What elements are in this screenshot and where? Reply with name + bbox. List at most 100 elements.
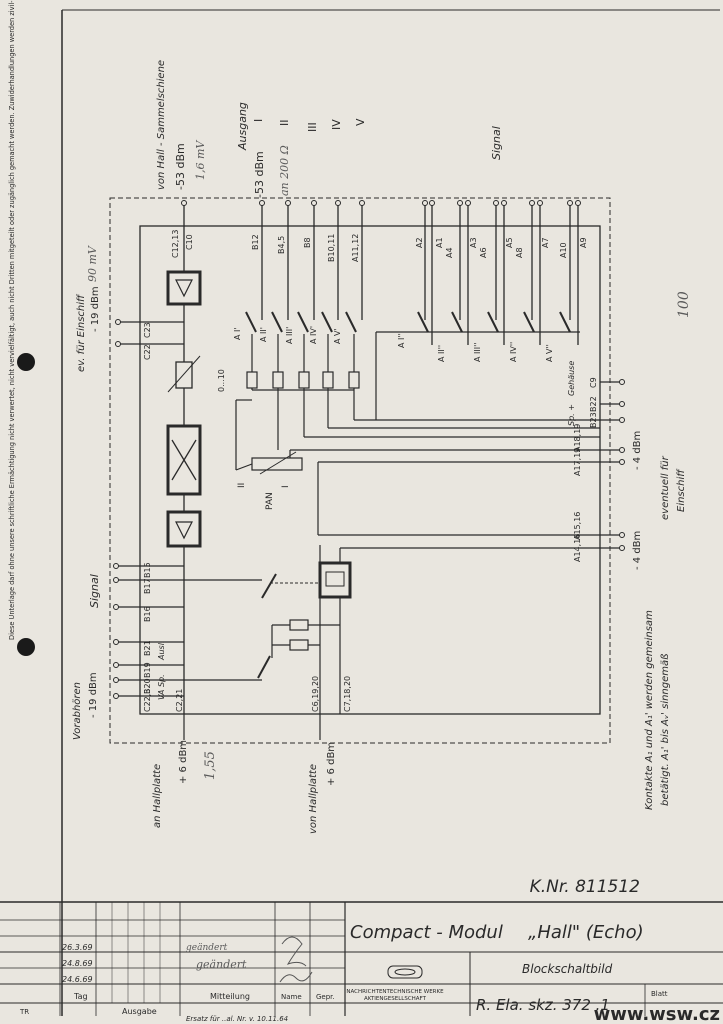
roman-V: V <box>354 118 367 126</box>
pin-label: A IV' <box>309 326 318 344</box>
label-pan-ii: II <box>237 483 247 488</box>
pin-label: B20 <box>143 678 152 694</box>
col-mitteilung: Mitteilung <box>210 992 250 1001</box>
pin-label: C7,18,20 <box>343 676 352 712</box>
pin-label: A4 <box>445 247 454 258</box>
col-ausgabe: Ausgabe <box>122 1007 157 1016</box>
note-kontakt-2: betätigt. A₁' bis Aᵥ' sinngemäß <box>660 654 671 806</box>
revision-date-3: 24.6.69 <box>62 975 93 984</box>
note-kontakt-1: Kontakte A₁ und A₁' werden gemeinsam <box>644 610 655 810</box>
pin-label: A6 <box>479 247 488 258</box>
product-name: Compact - Modul <box>350 922 503 943</box>
left-pin-labels: C23 C22 B15 B17 B16 B21 B19 B20 C22,3 C2… <box>143 322 352 712</box>
drawing-number: R. Ela. skz. 372 .1 <box>476 996 610 1014</box>
label-pan: PAN <box>265 492 275 510</box>
blatt-label: Blatt <box>651 990 668 998</box>
switch-contacts <box>245 311 571 333</box>
pin-label: A II' <box>259 327 268 342</box>
output-lines <box>183 205 579 345</box>
left-terminal-circles <box>113 319 121 699</box>
label-sp-plus: Sp. + <box>567 404 576 426</box>
label-eventuell: eventuell für <box>660 455 671 520</box>
pin-label: A III'' <box>473 343 482 363</box>
label-einschiff-dbm: - 19 dBm <box>90 286 101 332</box>
label-signal-left: Signal <box>88 574 101 608</box>
handwritten-100: 100 <box>676 291 692 318</box>
label-minus4-a: - 4 dBm <box>632 431 643 470</box>
pin-label: A3 <box>469 237 478 248</box>
pin-label: A5 <box>505 237 514 248</box>
module-name: „Hall" (Echo) <box>528 922 644 943</box>
rotated-labels: von Hall - Sammelschiene -53 dBm 1,6 mV … <box>72 60 692 834</box>
company-logo <box>387 965 423 979</box>
label-ausl: Ausl. <box>157 641 166 661</box>
top-pin-labels: C12,13 C10 B12 B4,5 B8 B10,11 A11,12 A2 … <box>171 230 588 263</box>
pin-label: A IV'' <box>509 342 518 362</box>
col-name: Name <box>281 993 302 1001</box>
revision-text-2: geändert <box>196 958 247 971</box>
roman-II: II <box>278 120 291 127</box>
bus-lines <box>235 331 600 714</box>
pin-label: A III' <box>285 327 294 344</box>
roman-IV: IV <box>330 119 343 130</box>
bottom-input-lines <box>183 714 321 740</box>
pin-label: C10 <box>185 234 194 250</box>
company-line-2: AKTIENGESELLSCHAFT <box>364 996 427 1002</box>
punch-hole-top <box>17 353 35 371</box>
knr: K.Nr. 811512 <box>530 877 640 897</box>
attenuator <box>167 355 201 393</box>
pin-label: A18,19 <box>573 424 582 452</box>
tr-label: TR <box>19 1008 29 1016</box>
revision-date-2: 24.8.69 <box>62 959 93 968</box>
watermark: www.wsw.cz <box>594 1004 720 1024</box>
amplifier-top <box>166 270 202 306</box>
legal-notice-text: Diese Unterlage darf ohne unsere schrift… <box>8 0 16 640</box>
label-gehaeuse: Gehäuse <box>567 361 576 396</box>
label-vorab: Vorabhören <box>72 682 83 740</box>
label-pan-i: I <box>281 485 291 488</box>
handwritten-an200: an 200 Ω <box>278 145 291 196</box>
label-minus53-a: -53 dBm <box>174 143 187 190</box>
pin-label: B21 <box>143 640 152 656</box>
label-vorab-dbm: - 19 dBm <box>88 672 99 718</box>
pin-label: A14,16 <box>573 534 582 562</box>
pin-label: A V'' <box>545 344 554 362</box>
left-terminal-lines <box>118 321 262 697</box>
pin-label: A I'' <box>397 333 406 348</box>
pin-label: B22 <box>589 396 598 412</box>
pin-label: B15 <box>143 562 152 578</box>
label-ausgang: Ausgang <box>236 102 249 151</box>
label-range: 0...10 <box>217 369 226 392</box>
pin-label: A15,16 <box>573 512 582 540</box>
right-pin-labels: C9 B22 B23 A18,19 A17,19 A15,16 A14,16 <box>573 377 598 562</box>
pin-label: A17,19 <box>573 448 582 476</box>
label-von-hallplatte: von Hallplatte <box>308 764 319 834</box>
pin-label: A2 <box>415 237 424 248</box>
relay <box>261 561 352 599</box>
pin-label: A I' <box>233 327 242 340</box>
resistor-row <box>246 334 360 390</box>
pin-label: B4,5 <box>277 236 286 254</box>
roman-I: I <box>252 119 265 122</box>
pin-label: A9 <box>579 237 588 248</box>
sheet-type: Blockschaltbild <box>522 962 613 976</box>
roman-III: III <box>306 122 319 132</box>
title-block: K.Nr. 811512 Compact - Modul „Hall" (Ech… <box>0 877 723 1023</box>
pin-label: B16 <box>143 606 152 622</box>
amplifier-bottom <box>166 510 202 548</box>
pin-label: A7 <box>541 237 550 248</box>
revision-date-1: 26.3.69 <box>62 943 93 952</box>
label-signal-top: Signal <box>490 126 503 160</box>
pin-label: A11,12 <box>351 234 360 262</box>
pin-label: C12,13 <box>171 230 180 259</box>
label-an-hallplatte: an Hallplatte <box>152 764 163 828</box>
label-minus4-b: - 4 dBm <box>632 531 643 570</box>
pin-label: A1 <box>435 237 444 248</box>
pin-label: B10,11 <box>327 234 336 262</box>
label-hall-bus: von Hall - Sammelschiene <box>156 60 167 190</box>
label-einschiff2: Einschiff <box>676 468 687 512</box>
pin-label: A II'' <box>437 345 446 362</box>
module-boundary <box>109 197 611 744</box>
pin-label: A V' <box>333 328 342 344</box>
